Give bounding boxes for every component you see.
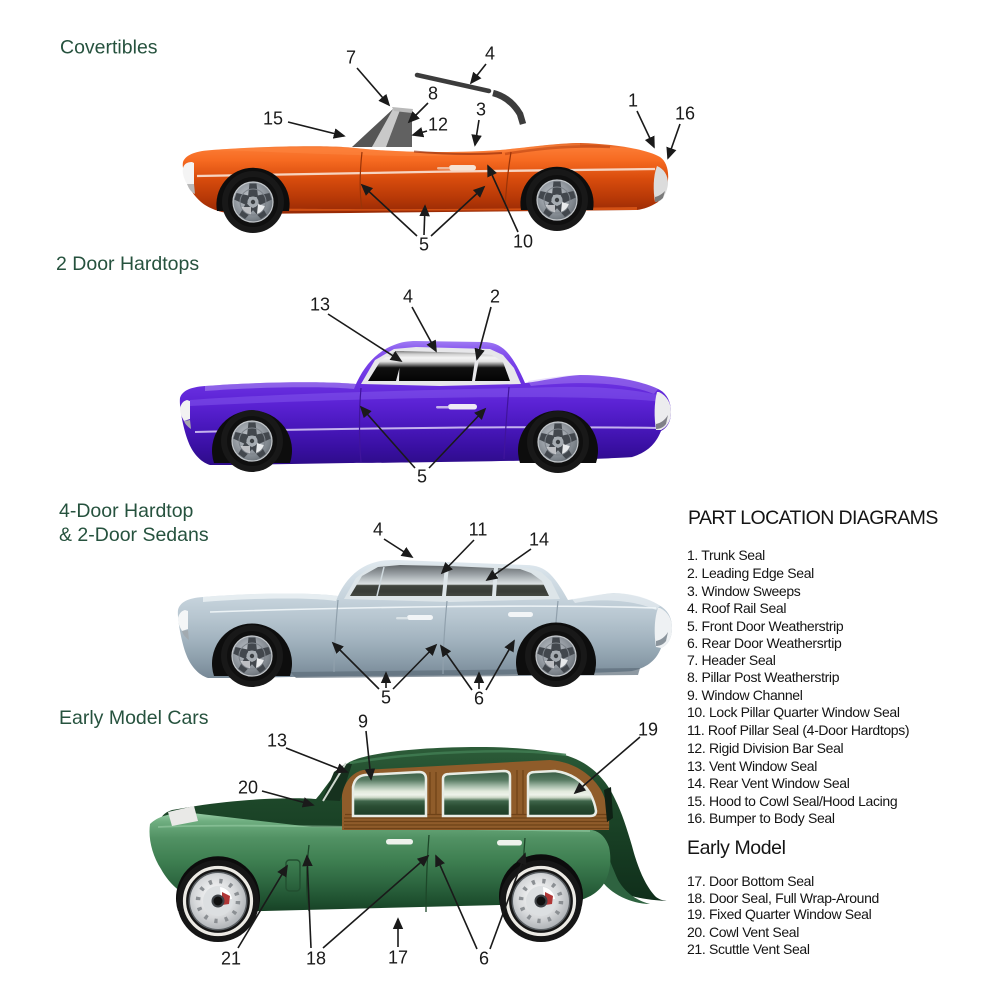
svg-text:6: 6 (479, 949, 489, 969)
svg-text:7: 7 (346, 48, 356, 68)
svg-text:3: 3 (476, 100, 486, 120)
svg-text:20. Cowl Vent Seal: 20. Cowl Vent Seal (687, 924, 799, 940)
svg-text:8: 8 (428, 84, 438, 104)
svg-text:4-Door Hardtop: 4-Door Hardtop (59, 500, 194, 522)
svg-text:14. Rear Vent Window Seal: 14. Rear Vent Window Seal (687, 775, 850, 791)
svg-text:1. Trunk Seal: 1. Trunk Seal (687, 547, 765, 563)
svg-text:5. Front Door Weatherstrip: 5. Front Door Weatherstrip (687, 618, 844, 634)
svg-text:10: 10 (513, 232, 533, 252)
svg-text:16. Bumper to Body Seal: 16. Bumper to Body Seal (687, 810, 835, 826)
svg-text:8. Pillar Post Weatherstrip: 8. Pillar Post Weatherstrip (687, 669, 840, 685)
svg-text:16: 16 (675, 104, 695, 124)
svg-text:3. Window Sweeps: 3. Window Sweeps (687, 583, 801, 599)
svg-text:Early Model Cars: Early Model Cars (59, 707, 209, 729)
svg-text:9. Window Channel: 9. Window Channel (687, 687, 803, 703)
svg-text:PART LOCATION DIAGRAMS: PART LOCATION DIAGRAMS (688, 507, 938, 529)
svg-text:10. Lock Pillar Quarter Window: 10. Lock Pillar Quarter Window Seal (687, 704, 900, 720)
svg-text:Covertibles: Covertibles (60, 37, 158, 59)
svg-text:4: 4 (485, 44, 495, 64)
svg-text:13. Vent Window Seal: 13. Vent Window Seal (687, 758, 817, 774)
svg-text:18. Door Seal, Full Wrap-Aroun: 18. Door Seal, Full Wrap-Around (687, 890, 879, 906)
svg-text:15. Hood to Cowl Seal/Hood Lac: 15. Hood to Cowl Seal/Hood Lacing (687, 793, 897, 809)
svg-text:1: 1 (628, 91, 638, 111)
svg-text:19: 19 (638, 720, 658, 740)
svg-text:18: 18 (306, 949, 326, 969)
svg-text:4: 4 (373, 520, 383, 540)
svg-text:13: 13 (267, 731, 287, 751)
svg-text:6. Rear Door Weathersrtip: 6. Rear Door Weathersrtip (687, 635, 842, 651)
svg-text:11: 11 (469, 520, 488, 540)
svg-text:5: 5 (417, 467, 427, 487)
svg-text:2. Leading Edge Seal: 2. Leading Edge Seal (687, 565, 814, 581)
svg-text:Early Model: Early Model (687, 837, 786, 859)
svg-text:4: 4 (403, 287, 413, 307)
svg-text:2: 2 (490, 287, 500, 307)
svg-text:21: 21 (221, 949, 241, 969)
svg-text:11. Roof Pillar Seal (4-Door H: 11. Roof Pillar Seal (4-Door Hardtops) (687, 722, 909, 738)
svg-text:20: 20 (238, 778, 258, 798)
svg-text:19. Fixed Quarter Window Seal: 19. Fixed Quarter Window Seal (687, 906, 872, 922)
svg-text:5: 5 (381, 688, 391, 708)
svg-text:6: 6 (474, 689, 484, 709)
svg-text:& 2-Door Sedans: & 2-Door Sedans (59, 524, 209, 546)
svg-text:5: 5 (419, 235, 429, 255)
svg-text:14: 14 (529, 530, 549, 550)
svg-text:15: 15 (263, 109, 283, 129)
svg-text:2 Door Hardtops: 2 Door Hardtops (56, 253, 199, 275)
svg-text:21. Scuttle Vent Seal: 21. Scuttle Vent Seal (687, 941, 810, 957)
svg-text:12: 12 (428, 115, 448, 135)
svg-text:4. Roof Rail Seal: 4. Roof Rail Seal (687, 600, 786, 616)
svg-text:12. Rigid Division Bar Seal: 12. Rigid Division Bar Seal (687, 740, 844, 756)
svg-text:17. Door Bottom Seal: 17. Door Bottom Seal (687, 873, 814, 889)
svg-text:13: 13 (310, 295, 330, 315)
svg-text:17: 17 (388, 948, 408, 968)
svg-text:7. Header Seal: 7. Header Seal (687, 652, 776, 668)
svg-text:9: 9 (358, 712, 368, 732)
